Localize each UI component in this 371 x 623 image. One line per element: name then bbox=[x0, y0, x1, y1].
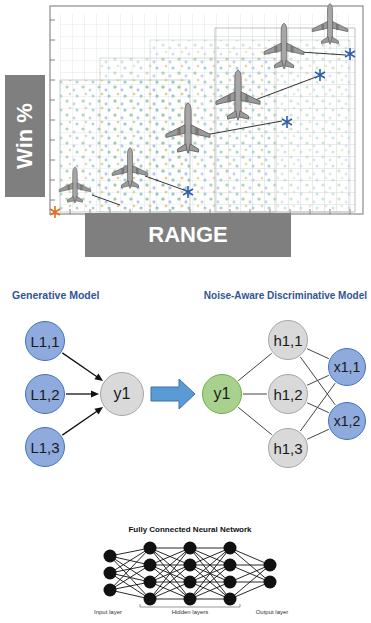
figure-title: Fully Connected Neural Network bbox=[128, 526, 251, 535]
connector bbox=[243, 394, 267, 395]
neural-network-part-part bbox=[104, 567, 117, 580]
labeling-function-node: L1,3 bbox=[25, 427, 65, 467]
neural-network-part bbox=[104, 542, 277, 606]
airplanes-part bbox=[312, 4, 348, 45]
connector-line bbox=[307, 349, 329, 359]
connector-line bbox=[243, 394, 267, 395]
neural-network-part-part bbox=[224, 559, 237, 572]
scatter-panels bbox=[60, 28, 355, 212]
axis-title: RANGE bbox=[85, 213, 291, 257]
connector bbox=[238, 353, 271, 380]
airplanes-part bbox=[216, 70, 260, 120]
leader-lines bbox=[92, 52, 346, 205]
node-text: L1,2 bbox=[30, 387, 59, 402]
chart-frame-part bbox=[50, 6, 363, 214]
node-text: y1 bbox=[214, 386, 231, 402]
labeling-function-node: L1,1 bbox=[25, 321, 65, 361]
block-arrow-shape bbox=[151, 379, 195, 409]
connector-line bbox=[62, 353, 97, 377]
label-node: y1 bbox=[100, 372, 144, 416]
connector bbox=[62, 407, 103, 435]
connector bbox=[307, 429, 329, 439]
hidden-node: h1,2 bbox=[268, 374, 308, 414]
connector-line bbox=[66, 393, 92, 394]
neural-network-part-part bbox=[184, 559, 197, 572]
layer-label: Input layer bbox=[94, 609, 122, 616]
node-text: L1,3 bbox=[30, 440, 59, 455]
node-text: y1 bbox=[114, 386, 131, 402]
neural-network-part-part bbox=[184, 576, 197, 589]
neural-network-part-part bbox=[184, 593, 197, 606]
airplanes-part bbox=[59, 167, 91, 203]
node-text: RANGE bbox=[148, 224, 227, 246]
node-text: Win % bbox=[14, 103, 36, 169]
neural-network-part-part bbox=[144, 559, 157, 572]
neural-network-part-part bbox=[264, 559, 277, 572]
layer-label: Output layer bbox=[256, 609, 289, 616]
node-text: x1,1 bbox=[334, 360, 360, 374]
hidden-node: h1,1 bbox=[268, 320, 308, 360]
axis-title: Win % bbox=[5, 75, 45, 197]
arrow-head bbox=[94, 374, 103, 381]
data-stars bbox=[50, 48, 355, 218]
arrow-head bbox=[91, 391, 99, 398]
airplanes bbox=[59, 4, 348, 203]
neural-network-part-part bbox=[144, 576, 157, 589]
airplanes-part bbox=[264, 23, 304, 69]
connector bbox=[307, 375, 329, 385]
hidden-node: h1,3 bbox=[268, 428, 308, 468]
neural-network-part-part bbox=[224, 542, 237, 555]
layer-label: Hidden layers bbox=[172, 609, 209, 616]
neural-network-part-part bbox=[224, 593, 237, 606]
leader-lines-part bbox=[92, 52, 346, 205]
node-text: h1,1 bbox=[273, 333, 302, 348]
neural-network-part-part bbox=[224, 576, 237, 589]
data-stars-part bbox=[315, 69, 325, 81]
neural-network-part-part bbox=[104, 550, 117, 563]
section-heading: Noise-Aware Discriminative Model bbox=[204, 290, 367, 301]
neural-network bbox=[104, 542, 277, 608]
neural-network-part-part bbox=[264, 576, 277, 589]
connector-line bbox=[238, 353, 271, 380]
neural-network-part bbox=[140, 604, 240, 607]
airplanes-part bbox=[112, 148, 148, 189]
data-stars-part bbox=[50, 206, 60, 218]
neural-network-part-part bbox=[104, 584, 117, 597]
neural-network-part-part bbox=[144, 593, 157, 606]
connector bbox=[66, 391, 99, 398]
node-text: h1,2 bbox=[273, 387, 302, 402]
connector bbox=[307, 349, 329, 359]
connector-line bbox=[62, 411, 97, 435]
data-stars-part bbox=[183, 186, 193, 198]
data-stars-part bbox=[345, 48, 355, 60]
neural-network-part-part bbox=[184, 542, 197, 555]
labeling-function-node: L1,2 bbox=[25, 374, 65, 414]
node-text: h1,3 bbox=[273, 441, 302, 456]
arrow-head bbox=[94, 407, 103, 414]
chart-frame bbox=[50, 6, 363, 214]
label-node: y1 bbox=[202, 374, 242, 414]
data-stars-part bbox=[282, 116, 292, 128]
neural-network-part bbox=[110, 548, 270, 599]
feature-node: x1,1 bbox=[328, 348, 366, 386]
node-text: L1,1 bbox=[30, 334, 59, 349]
connector-line bbox=[307, 375, 329, 385]
connector-line bbox=[238, 407, 271, 434]
connector bbox=[62, 353, 103, 381]
block-arrow bbox=[151, 379, 195, 409]
section-heading: Generative Model bbox=[12, 290, 100, 302]
neural-network-part-part bbox=[144, 542, 157, 555]
airplanes-part bbox=[166, 103, 210, 153]
node-text: x1,2 bbox=[334, 414, 360, 428]
connector-line bbox=[307, 429, 329, 439]
chart-frame-part bbox=[60, 14, 356, 212]
connector bbox=[238, 407, 271, 434]
feature-node: x1,2 bbox=[328, 402, 366, 440]
